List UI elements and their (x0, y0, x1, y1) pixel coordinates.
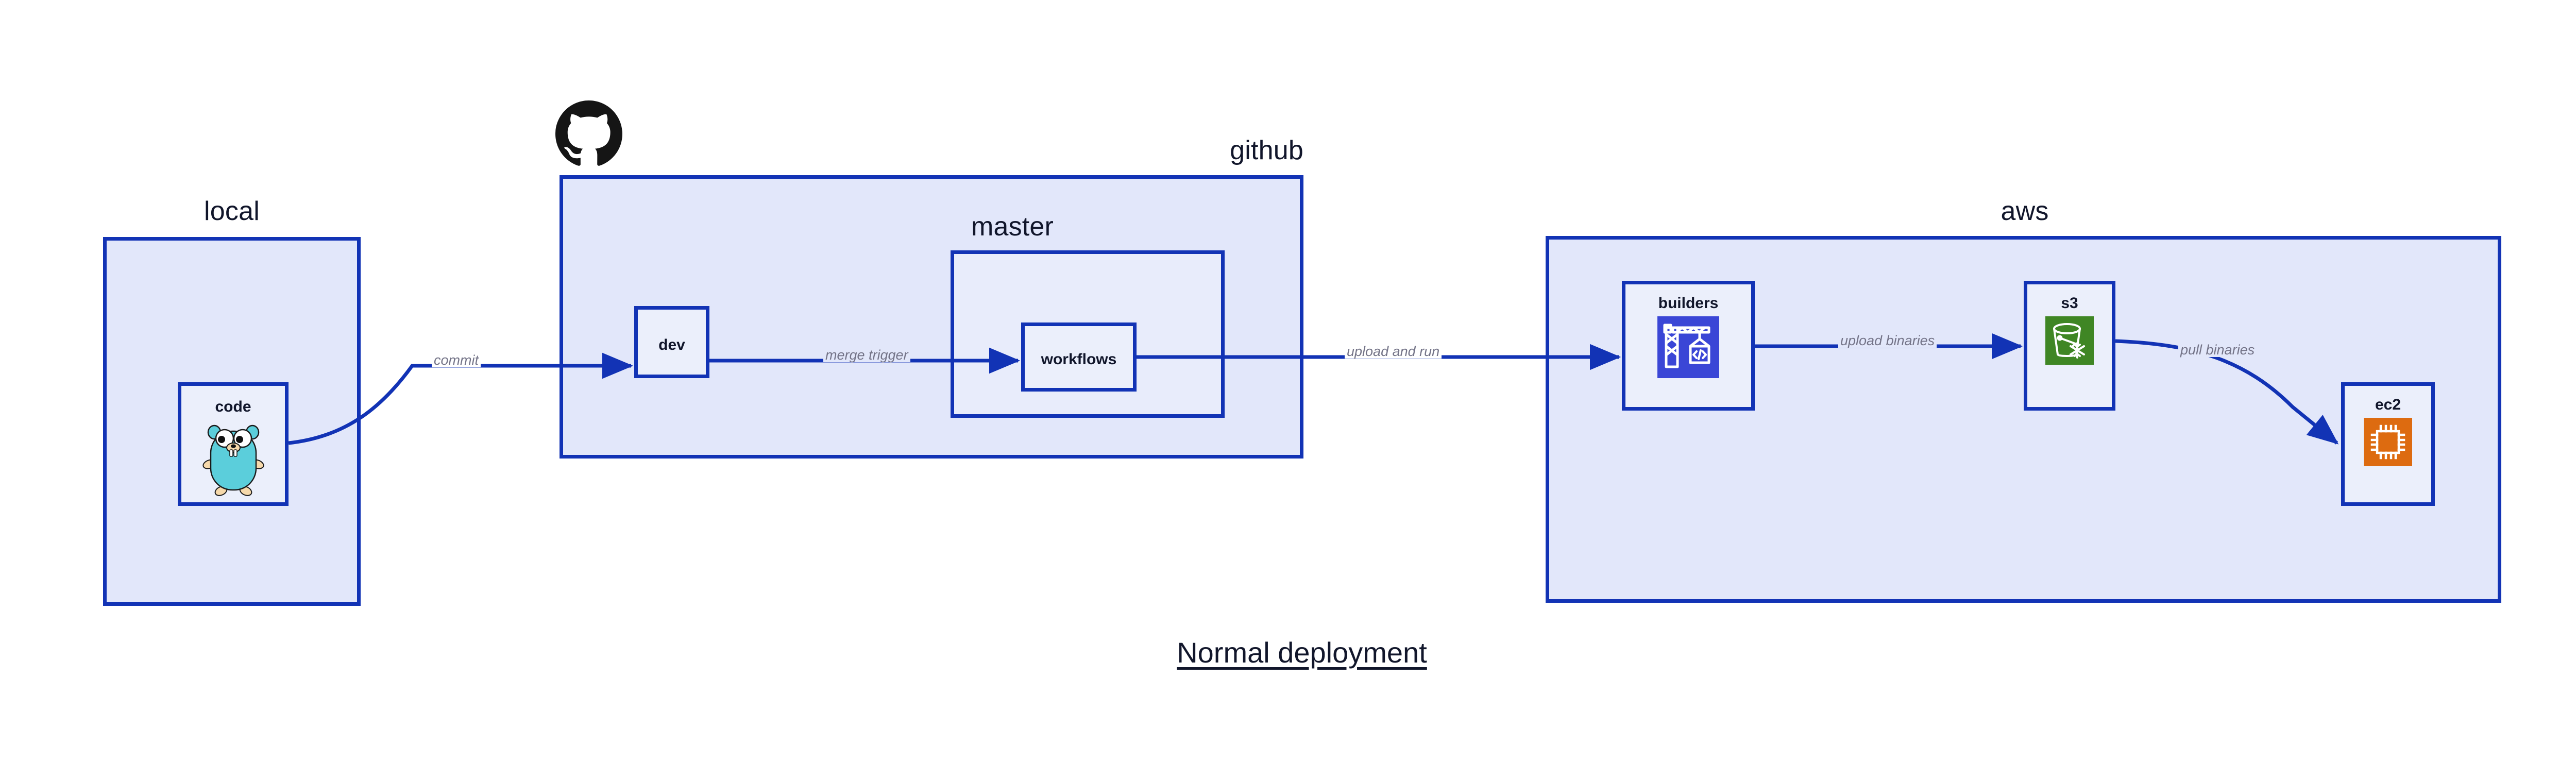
edge-label-merge-trigger: merge trigger (823, 348, 910, 362)
zone-label-local: local (204, 196, 260, 226)
aws-s3-glacier-bucket-icon (2045, 316, 2094, 365)
node-label-builders: builders (1658, 295, 1719, 312)
diagram-title: Normal deployment (1177, 636, 1427, 669)
github-octocat-logo (555, 100, 622, 167)
zone-label-aws: aws (2001, 196, 2049, 226)
node-label-dev: dev (658, 336, 685, 353)
node-ec2[interactable]: ec2 (2341, 382, 2435, 506)
edge-label-pull-binaries: pull binaries (2178, 343, 2257, 357)
node-builders[interactable]: builders (1622, 281, 1755, 411)
subzone-label-master: master (971, 212, 1054, 242)
edge-label-upload-and-run: upload and run (1345, 345, 1442, 359)
node-dev[interactable]: dev (634, 306, 709, 378)
node-label-code: code (215, 398, 251, 415)
node-code[interactable]: code (178, 382, 289, 506)
edge-label-commit: commit (432, 353, 481, 367)
node-label-s3: s3 (2061, 295, 2078, 312)
node-label-ec2: ec2 (2375, 396, 2401, 413)
aws-ec2-chip-icon (2364, 418, 2412, 466)
node-workflows[interactable]: workflows (1021, 322, 1137, 392)
go-gopher-icon (201, 424, 265, 496)
node-label-workflows: workflows (1041, 351, 1117, 368)
zone-label-github: github (1230, 135, 1303, 165)
aws-builders-crane-icon (1657, 316, 1719, 378)
edge-label-upload-binaries: upload binaries (1838, 334, 1937, 348)
node-s3[interactable]: s3 (2024, 281, 2115, 411)
